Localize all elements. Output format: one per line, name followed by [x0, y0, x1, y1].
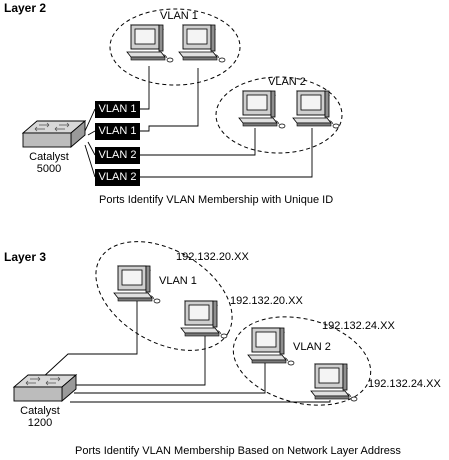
l2-switch-label: Catalyst 5000	[29, 151, 69, 175]
l3-vlan2-ellipse	[232, 316, 372, 406]
l3-switch-label: Catalyst 1200	[20, 405, 60, 429]
layer2-caption: Ports Identify VLAN Membership with Uniq…	[99, 194, 334, 206]
l2-port-tag-1: VLAN 1	[95, 101, 140, 118]
l3-vlan1-computer-2	[180, 300, 228, 339]
l3-address-4: 192.132.24.XX	[368, 378, 441, 390]
l3-address-1: 192.132.20.XX	[176, 251, 249, 263]
l2-vlan2-label: VLAN 2	[268, 76, 306, 88]
l2-vlan1-ellipse	[109, 8, 241, 86]
l2-port-tag-2: VLAN 1	[95, 123, 140, 140]
l2-vlan1-computer-1	[126, 24, 174, 63]
l2-vlan2-computer-1	[238, 90, 286, 129]
l3-vlan1-computer-1	[113, 265, 161, 304]
layer3-caption: Ports Identify VLAN Membership Based on …	[75, 445, 401, 457]
l3-vlan2-computer-2	[310, 363, 358, 402]
l3-vlan2-computer-1	[247, 327, 295, 366]
l3-vlan2-label: VLAN 2	[293, 341, 331, 353]
l2-cables	[84, 66, 313, 178]
l3-vlan1-ellipse	[95, 241, 233, 351]
l3-address-2: 192.132.20.XX	[230, 295, 303, 307]
l2-port-tag-3: VLAN 2	[95, 147, 140, 164]
l2-switch-icon	[22, 120, 86, 148]
l2-port-tag-4: VLAN 2	[95, 169, 140, 186]
l2-vlan2-computer-2	[292, 90, 340, 129]
l2-vlan2-ellipse	[215, 76, 343, 154]
l3-vlan1-label: VLAN 1	[159, 275, 197, 287]
l3-switch-icon	[13, 374, 77, 402]
layer3-heading: Layer 3	[4, 250, 47, 264]
l2-vlan1-computer-2	[178, 24, 226, 63]
l3-address-3: 192.132.24.XX	[322, 320, 395, 332]
l2-vlan1-label: VLAN 1	[160, 10, 198, 22]
layer2-heading: Layer 2	[4, 1, 47, 15]
l3-cables	[41, 301, 331, 403]
